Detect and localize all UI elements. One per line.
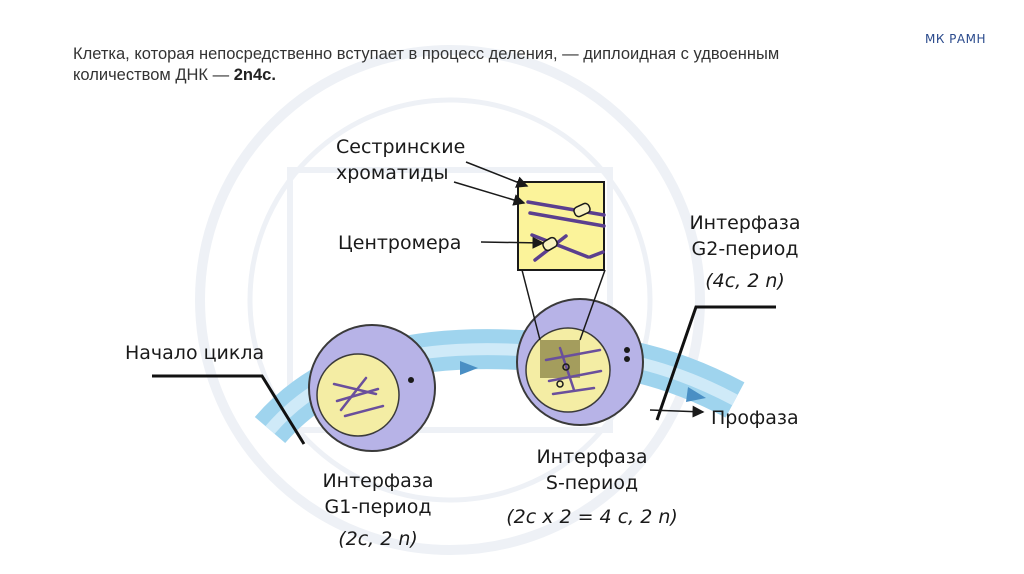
g1-centriole: [408, 377, 414, 383]
s-centriole-2: [624, 356, 630, 362]
sister-chromatids-label: Сестринские хроматиды: [336, 136, 466, 184]
g1-label: Интерфаза G1-период (2c, 2 n): [313, 468, 443, 552]
caption-formula: 2n4c.: [233, 66, 276, 84]
prophase-arrow: [649, 405, 705, 418]
zoom-connector: [521, 269, 606, 341]
label-pointers: [453, 161, 545, 249]
slide-caption: Клетка, которая непосредственно вступает…: [73, 44, 833, 86]
g2-label: Интерфаза G2-период (4c, 2 n): [670, 210, 820, 294]
watermark-seal: [195, 45, 705, 555]
s-formula: (2c x 2 = 4 c, 2 n): [506, 506, 678, 528]
s-cell: [516, 298, 644, 426]
centromere-label: Центромера: [338, 232, 462, 254]
g1-formula: (2c, 2 n): [338, 528, 418, 550]
g2-line: [655, 305, 776, 421]
caption-text: Клетка, которая непосредственно вступает…: [73, 45, 780, 84]
cycle-start-line: [152, 374, 306, 445]
band-arrow-1: [460, 361, 478, 375]
brand-label: МК РАМН: [924, 32, 986, 46]
g1-cell: [308, 324, 436, 452]
g2-formula: (4c, 2 n): [705, 270, 785, 292]
band-arrow-2: [686, 387, 706, 402]
s-label: Интерфаза S-период (2c x 2 = 4 c, 2 n): [492, 444, 692, 530]
prophase-label: Профаза: [711, 407, 799, 429]
cycle-start-label: Начало цикла: [125, 342, 265, 364]
zoom-box: [517, 181, 606, 271]
s-centriole-1: [624, 347, 630, 353]
